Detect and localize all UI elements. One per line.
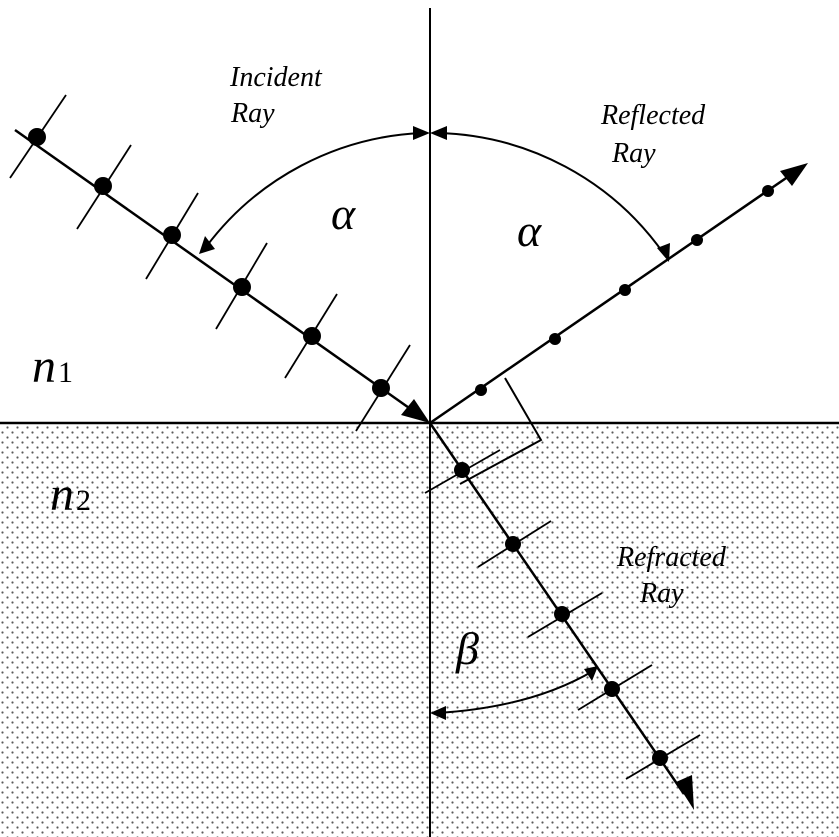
n1-symbol: n <box>32 340 56 393</box>
refracted-arc-arrow-right <box>584 666 598 681</box>
incident-ray-arrowhead <box>401 399 430 423</box>
reflected-ray-label-line1: Reflected <box>600 100 706 131</box>
refracted-angle-beta: β <box>455 623 479 674</box>
reflected-ray-line <box>429 172 793 425</box>
reflected-arc-arrow-top <box>430 126 447 140</box>
reflected-ray-label-line2: Ray <box>611 138 656 169</box>
reflected-ray-arrowhead <box>780 163 808 186</box>
refracted-ray-label-line1: Refracted <box>616 542 727 573</box>
refracted-ray-arrowhead <box>676 775 694 810</box>
incident-angle-arc <box>205 132 423 248</box>
lower-medium-index-label: n2 <box>50 468 91 521</box>
upper-medium-index-label: n1 <box>32 340 73 393</box>
reflected-dots <box>475 185 774 396</box>
lower-medium-region <box>0 423 839 837</box>
right-angle-marker <box>459 377 543 485</box>
incident-ray-label-line2: Ray <box>230 98 275 129</box>
incident-dots <box>28 128 390 397</box>
reflected-angle-alpha: α <box>517 205 542 256</box>
reflected-angle-arc <box>437 132 665 255</box>
reflected-arc-arrow-bottom <box>657 243 670 262</box>
incident-ray-label-line1: Incident <box>229 62 323 93</box>
n2-symbol: n <box>50 468 74 521</box>
incident-angle-alpha: α <box>331 188 356 239</box>
incident-arc-arrow-bottom <box>199 236 215 254</box>
refracted-angle-arc <box>437 670 594 714</box>
refracted-dots <box>454 462 668 766</box>
n2-subscript: 2 <box>76 484 91 517</box>
incident-ray-line <box>14 128 413 412</box>
n1-subscript: 1 <box>58 356 73 389</box>
refracted-arc-arrow-left <box>430 706 446 720</box>
incident-arc-arrow-top <box>413 126 430 140</box>
refracted-ray-label-line2: Ray <box>639 578 684 609</box>
